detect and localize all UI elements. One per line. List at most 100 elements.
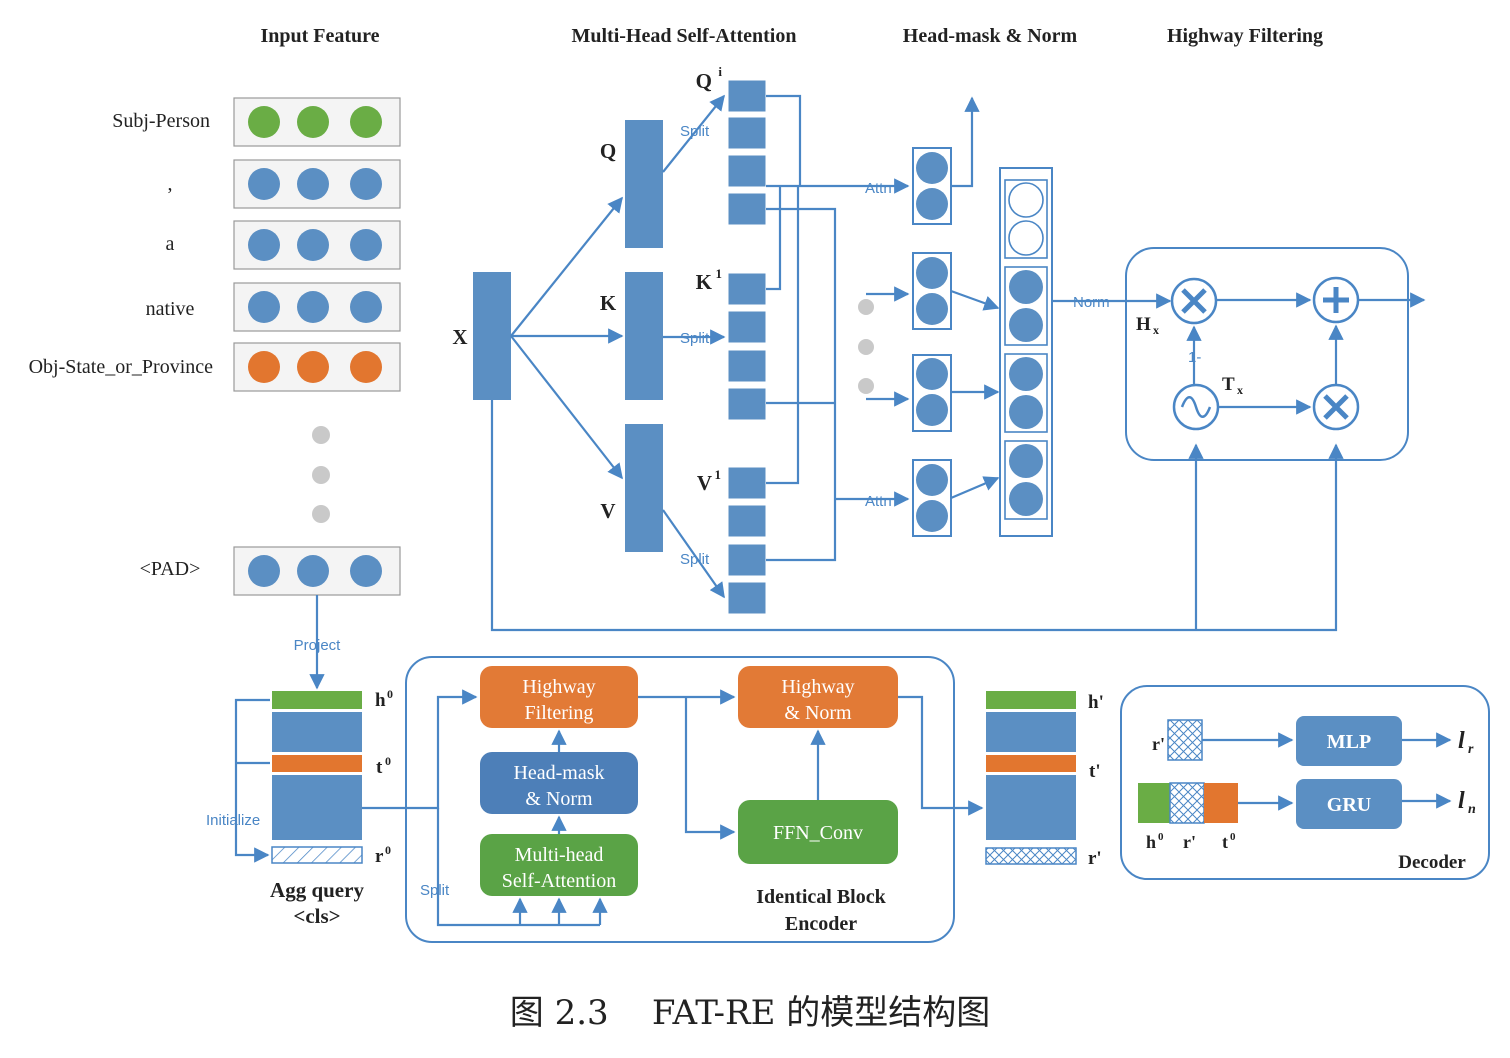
- agg-query-label: Agg query: [270, 878, 364, 902]
- token-embedding-row: [233, 342, 401, 392]
- block-label: MLP: [1327, 731, 1371, 753]
- mlp-block: [1296, 716, 1402, 766]
- initialize-label: Initialize: [206, 812, 260, 829]
- multi-head-self-attention-block: [480, 834, 638, 896]
- split-label: Split: [680, 551, 710, 568]
- k-label: K: [600, 291, 617, 315]
- ln-subscript: n: [1468, 802, 1476, 817]
- decoder-label: Decoder: [1398, 852, 1466, 873]
- token-label: Subj-Person: [112, 110, 210, 132]
- output-representation: h' t' r': [985, 691, 1104, 869]
- block-label: GRU: [1327, 794, 1371, 816]
- x-matrix: [473, 272, 511, 400]
- header-multi-head-self-attention: Multi-Head Self-Attention: [572, 25, 797, 47]
- split-label: Split: [680, 330, 710, 347]
- token-label: a: [166, 233, 175, 255]
- encoder-label: Encoder: [785, 913, 857, 935]
- norm-stack: [999, 167, 1053, 537]
- lr-subscript: r: [1468, 742, 1474, 757]
- token-label: Obj-State_or_Province: [29, 356, 214, 378]
- lr-label: l: [1458, 728, 1465, 754]
- highway-filtering: H x 1- T x: [490, 247, 1426, 632]
- decoder: r' h 0 r' t 0 MLP GRU l r l n Decoder: [1120, 685, 1490, 880]
- token-embedding-row: [233, 282, 401, 332]
- figure-caption: 图 2.3 FAT-RE 的模型结构图: [510, 993, 990, 1033]
- encoder-label: Identical Block: [756, 886, 886, 908]
- h-prime-label: h': [1088, 692, 1104, 713]
- header-highway-filtering: Highway Filtering: [1167, 25, 1323, 47]
- t0-superscript: 0: [385, 754, 391, 768]
- hx-subscript: x: [1153, 323, 1159, 337]
- norm-label: Norm: [1073, 294, 1110, 311]
- block-label: Highway: [781, 676, 854, 698]
- attention-head-output: [912, 147, 952, 225]
- ln-label: l: [1458, 788, 1465, 814]
- header-input-feature: Input Feature: [260, 25, 379, 47]
- identical-block-encoder: Highway Filtering Head-mask & Norm Multi…: [362, 656, 984, 943]
- r0-label: r: [375, 846, 384, 867]
- one-minus-label: 1-: [1188, 349, 1201, 366]
- token-label: native: [146, 298, 195, 320]
- dec-t0-label: t: [1222, 832, 1228, 852]
- block-label: & Norm: [784, 702, 852, 724]
- head-mask-norm: Norm: [912, 96, 1172, 537]
- block-label: Highway: [522, 676, 595, 698]
- qi-label: Q: [696, 69, 712, 93]
- dec-h0-label: h: [1146, 832, 1156, 852]
- attention-head-output: [912, 252, 952, 330]
- cls-label: <cls>: [293, 904, 340, 928]
- tx-label: T: [1222, 374, 1235, 395]
- input-feature-tokens: Subj-Person , a native Obj-State_or_Prov…: [29, 97, 401, 596]
- t0-label: t: [376, 757, 383, 778]
- h0-label: h: [375, 690, 386, 711]
- dec-r-label: r': [1183, 832, 1196, 852]
- gru-block: [1296, 779, 1402, 829]
- q-matrix: [625, 120, 663, 248]
- block-label: Filtering: [525, 702, 594, 724]
- dec-t0-superscript: 0: [1230, 831, 1236, 843]
- ffn-conv-block: [738, 800, 898, 864]
- v-label: V: [600, 499, 615, 523]
- token-embedding-row: [233, 546, 401, 596]
- token-embedding-row: [233, 159, 401, 209]
- project-label: Project: [294, 637, 342, 654]
- highway-norm-block: [738, 666, 898, 728]
- attention-head-output: [912, 459, 952, 537]
- dec-h0-superscript: 0: [1158, 831, 1164, 843]
- h0-superscript: 0: [387, 687, 393, 701]
- r0-superscript: 0: [385, 843, 391, 857]
- token-label: <PAD>: [140, 558, 201, 580]
- block-label: Self-Attention: [502, 870, 616, 892]
- dec-r-prime-label: r': [1152, 734, 1165, 754]
- head-mask-norm-block: [480, 752, 638, 814]
- agg-query: Project h 0 t 0 r 0 Initialize Agg query…: [206, 595, 393, 928]
- t-prime-label: t': [1089, 761, 1101, 782]
- k-matrix: [625, 272, 663, 400]
- q-label: Q: [600, 139, 616, 163]
- r-prime-label: r': [1088, 848, 1102, 869]
- token-embedding-row: [233, 97, 401, 147]
- k1-superscript: 1: [716, 266, 723, 281]
- v1-label: V: [697, 471, 712, 495]
- x-label: X: [452, 325, 467, 349]
- block-label: & Norm: [525, 788, 593, 810]
- token-embedding-row: [233, 220, 401, 270]
- v-matrix: [625, 424, 663, 552]
- block-label: Multi-head: [515, 844, 604, 866]
- split-label: Split: [420, 882, 450, 899]
- block-label: FFN_Conv: [773, 822, 863, 844]
- split-label: Split: [680, 123, 710, 140]
- tx-subscript: x: [1237, 383, 1243, 397]
- attn-label: Attn: [865, 493, 892, 510]
- hx-label: H: [1136, 314, 1151, 335]
- attention-head-output: [912, 354, 952, 432]
- block-label: Head-mask: [513, 762, 604, 784]
- ellipsis-dots: [312, 426, 330, 523]
- qi-superscript: i: [718, 64, 722, 79]
- attn-label: Attn: [865, 180, 892, 197]
- k1-label: K: [696, 270, 713, 294]
- k-heads: [727, 272, 767, 421]
- v-heads: [727, 466, 767, 615]
- multi-head-self-attention: X Q K V Q i K 1: [452, 64, 910, 615]
